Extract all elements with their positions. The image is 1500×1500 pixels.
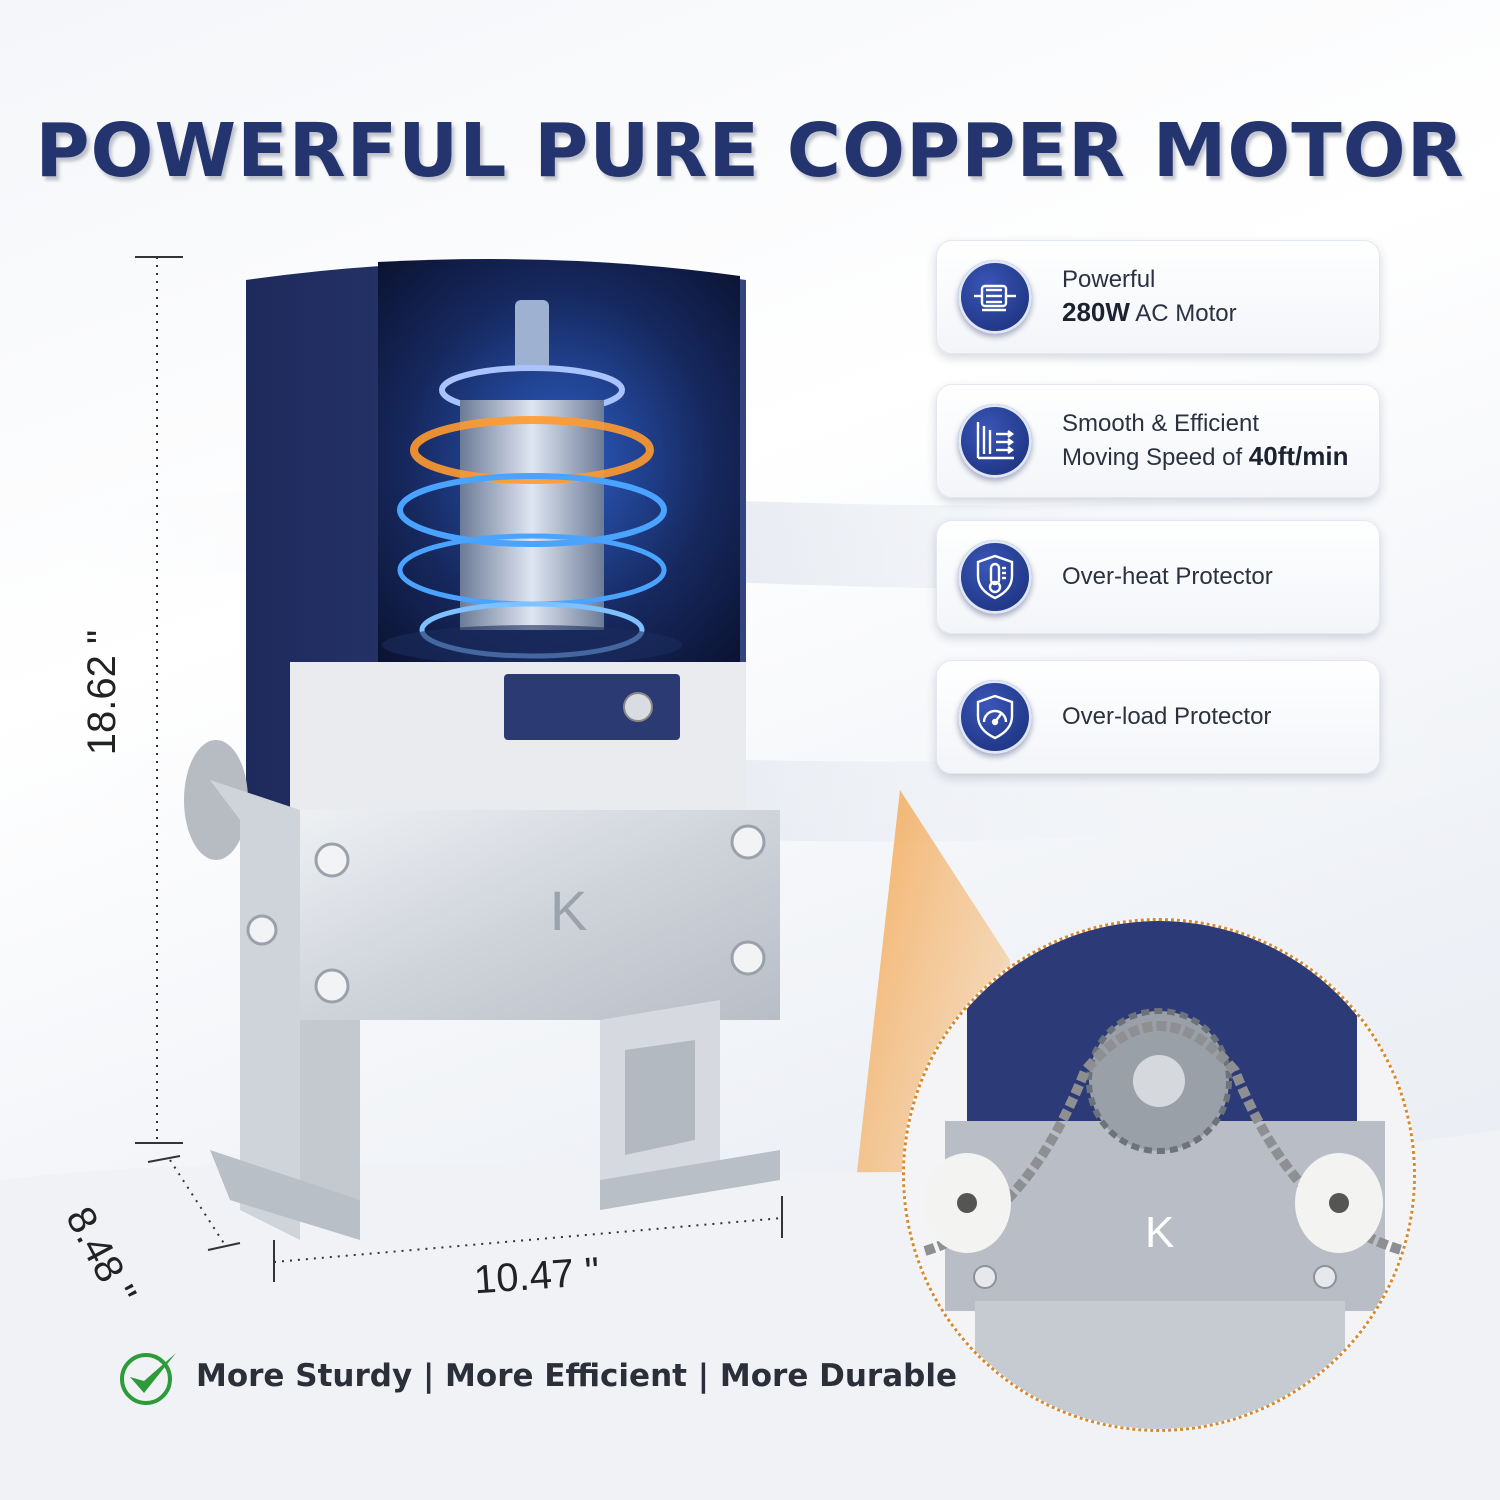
page-title: POWERFUL PURE COPPER MOTOR [35, 108, 1465, 194]
feature-list: Powerful 280W AC Motor Smooth & Efficien… [936, 240, 1380, 800]
checkmark-icon [120, 1353, 176, 1405]
dimension-lines [135, 256, 783, 1282]
feature-motor-line1: Powerful [1062, 266, 1156, 293]
tagline: More Sturdy | More Efficient | More Dura… [118, 1348, 957, 1405]
width-dimension-label: 10.47 " [472, 1249, 601, 1303]
height-dimension-label: 18.62 " [80, 629, 125, 756]
motor-icon [958, 260, 1032, 334]
feature-motor-type: AC Motor [1129, 300, 1237, 327]
feature-overload-label: Over-load Protector [1062, 703, 1272, 730]
speed-icon [958, 404, 1032, 478]
brand-logo-k: K [550, 879, 587, 942]
gate-opener-motor-image: K [184, 259, 780, 1240]
feature-overheat-label: Over-heat Protector [1062, 563, 1273, 590]
feature-card-motor: Powerful 280W AC Motor [936, 240, 1380, 354]
tagline-text: More Sturdy | More Efficient | More Dura… [196, 1358, 957, 1394]
thermometer-shield-icon [958, 540, 1032, 614]
feature-card-speed: Smooth & Efficient Moving Speed of 40ft/… [936, 384, 1380, 498]
feature-motor-power: 280W [1062, 297, 1130, 327]
brand-logo-k-detail: K [1145, 1208, 1174, 1257]
feature-speed-line1: Smooth & Efficient [1062, 410, 1259, 437]
chain-sprocket-detail-image: K [902, 918, 1416, 1432]
gauge-shield-icon [958, 680, 1032, 754]
feature-card-overload: Over-load Protector [936, 660, 1380, 774]
feature-speed-value: 40ft/min [1248, 441, 1349, 471]
feature-speed-prefix: Moving Speed of [1062, 444, 1249, 471]
feature-card-overheat: Over-heat Protector [936, 520, 1380, 634]
